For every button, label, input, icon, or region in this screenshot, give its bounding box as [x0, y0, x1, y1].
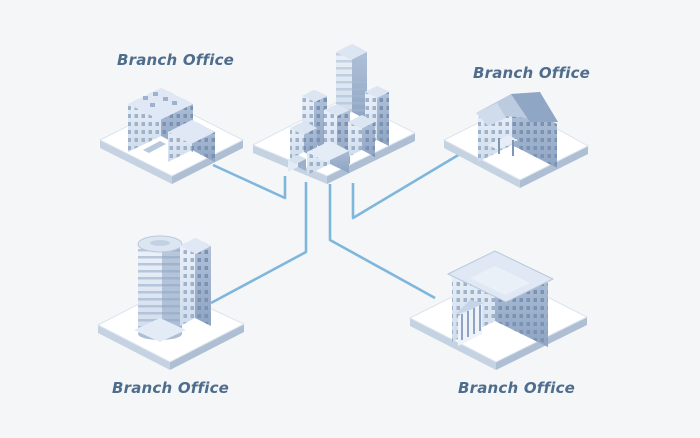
hub-front-right-block	[348, 115, 375, 157]
branch-label-bottom-right: Branch Office	[458, 379, 576, 397]
hub-left-tower	[302, 90, 327, 150]
hub-tall-tower	[336, 44, 367, 120]
hub-small-shed	[288, 155, 306, 172]
branch-bottom-left	[96, 235, 246, 370]
connector-top-right	[351, 149, 466, 220]
branch-top-left	[98, 88, 245, 184]
hub-right-tower	[365, 86, 389, 146]
branch-label-bottom-left: Branch Office	[112, 379, 230, 397]
headquarters-hub	[251, 44, 417, 184]
hub-low-building	[307, 141, 349, 175]
connector-bottom-right	[328, 184, 436, 300]
branch-bottom-right	[408, 250, 589, 370]
branch-top-right	[442, 92, 590, 188]
connector-top-left	[212, 163, 287, 200]
branch-label-top-right: Branch Office	[473, 64, 591, 82]
branch-label-top-left: Branch Office	[117, 51, 235, 69]
connector-lines	[210, 149, 466, 305]
connector-bottom-left	[210, 182, 308, 305]
